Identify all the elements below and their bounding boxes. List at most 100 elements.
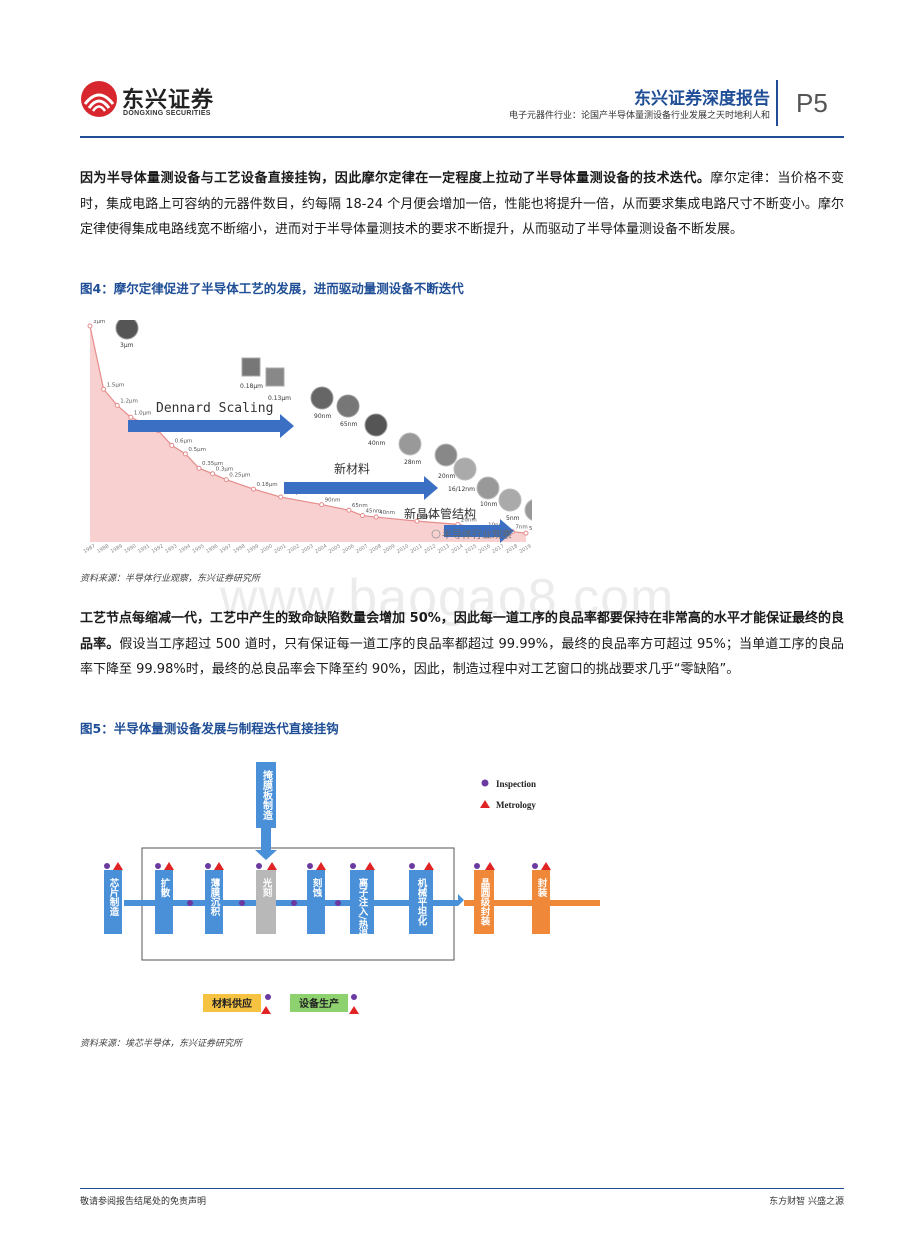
metrology-marker	[267, 862, 277, 870]
x-tick-label: 2000	[260, 543, 274, 554]
report-title: 东兴证券深度报告	[634, 89, 770, 109]
metrology-marker	[164, 862, 174, 870]
inspection-marker	[155, 863, 161, 869]
x-tick-label: 2006	[341, 543, 355, 554]
x-tick-label: 1999	[246, 543, 260, 554]
svg-text:40nm: 40nm	[368, 440, 385, 447]
material-tag	[203, 994, 261, 1012]
process-step-box	[104, 870, 122, 934]
logo-en-text: DONGXING SECURITIES	[123, 110, 211, 117]
figure5-title: 图5：半导体量测设备发展与制程迭代直接挂钩	[80, 721, 339, 736]
x-tick-label: 2017	[491, 543, 505, 554]
x-tick-label: 2016	[478, 543, 492, 554]
footer-rule	[80, 1188, 844, 1189]
paragraph-moore-law: 因为半导体量测设备与工艺设备直接挂钩，因此摩尔定律在一定程度上拉动了半导体量测设…	[80, 166, 844, 243]
node-thumbnails: 3μm 0.18μm 0.13μm 90nm 65nm 40nm 28nm 20…	[115, 320, 532, 522]
inspection-marker	[474, 863, 480, 869]
node-thumb-90nm	[310, 386, 334, 410]
inline-inspection-marker	[335, 900, 341, 906]
svg-text:28nm: 28nm	[404, 459, 421, 466]
x-tick-label: 1994	[178, 543, 192, 554]
mask-arrow	[255, 828, 277, 860]
process-step-box	[256, 870, 276, 934]
process-step: 扩散	[155, 862, 174, 934]
inspection-marker	[532, 863, 538, 869]
paragraph-text: 摩尔定律：当价格不变时，集成电路上可容纳的元器件数目，约每隔 18-24 个月便…	[80, 171, 844, 237]
inspection-marker	[350, 863, 356, 869]
data-label: 90nm	[325, 498, 341, 504]
inline-inspection-marker	[291, 900, 297, 906]
x-tick-label: 2018	[505, 543, 519, 554]
process-step-label: 刻蚀	[311, 877, 324, 898]
x-tick-label: 1995	[191, 543, 205, 554]
dennard-arrow	[128, 414, 294, 438]
svg-text:20nm: 20nm	[438, 473, 455, 480]
data-point	[128, 414, 134, 420]
x-tick-label: 2012	[423, 543, 437, 554]
process-step: 机械平坦化	[409, 862, 434, 934]
x-tick-label: 2013	[437, 543, 451, 554]
process-step-label: 封装	[536, 877, 549, 898]
data-label: 45nm	[366, 509, 382, 515]
mask-label: 掩膜板制造	[261, 769, 273, 821]
data-label: 65nm	[352, 503, 368, 509]
metrology-marker	[316, 862, 326, 870]
x-tick-label: 1990	[123, 543, 137, 554]
wechat-watermark: 半导体行业观察	[431, 528, 512, 541]
paragraph-bold: 工艺节点每缩减一代，工艺中产生的致命缺陷数量会增加 50%，因此每一道工序的良品…	[80, 611, 844, 652]
area-fill	[90, 326, 526, 542]
data-label: 1.2μm	[120, 398, 138, 404]
metrology-marker	[424, 862, 434, 870]
process-step-box	[307, 870, 325, 934]
inspection-marker	[409, 863, 415, 869]
x-tick-label: 1988	[96, 543, 110, 554]
data-label: 0.3μm	[216, 467, 234, 473]
process-step-label: 机械平坦化	[416, 877, 428, 926]
x-tick-label: 2008	[369, 543, 383, 554]
process-step-box	[409, 870, 433, 934]
node-thumb-7nm	[498, 488, 522, 512]
data-label: 7nm	[515, 525, 527, 531]
svg-text:65nm: 65nm	[340, 421, 357, 428]
logo-cn-text: 东兴证券	[122, 88, 215, 113]
x-tick-label: 1997	[219, 543, 233, 554]
dennard-label: Dennard Scaling	[156, 401, 273, 416]
data-point	[210, 471, 216, 477]
data-point	[319, 502, 325, 508]
data-label: 3μm	[93, 320, 105, 325]
data-point	[196, 465, 202, 471]
x-tick-label: 2004	[314, 543, 328, 554]
footer-slogan: 东方财智 兴盛之源	[769, 1197, 844, 1207]
node-thumb-3um	[115, 320, 139, 340]
data-point	[414, 518, 420, 524]
node-thumb-65nm	[336, 394, 360, 418]
data-label: 28nm	[420, 514, 436, 520]
paragraph-bold: 因为半导体量测设备与工艺设备直接挂钩，因此摩尔定律在一定程度上拉动了半导体量测设…	[80, 171, 711, 186]
process-step: 离子注入/热退火	[350, 862, 375, 949]
x-tick-label: 1989	[110, 543, 124, 554]
metrology-marker	[214, 862, 224, 870]
data-point	[373, 514, 379, 520]
process-step: 刻蚀	[307, 862, 326, 934]
svg-text:0.13μm: 0.13μm	[268, 395, 291, 402]
paragraph-yield: 工艺节点每缩减一代，工艺中产生的致命缺陷数量会增加 50%，因此每一道工序的良品…	[80, 606, 844, 683]
x-tick-label: 2014	[450, 543, 464, 554]
data-label: 0.35μm	[202, 461, 223, 467]
report-subtitle: 电子元器件行业：论国产半导体量测设备行业发展之天时地利人和	[508, 111, 770, 121]
data-label: 0.6μm	[175, 438, 193, 444]
figure5-source: 资料来源：埃芯半导体，东兴证券研究所	[80, 1039, 243, 1049]
moore-law-chart: 3μm1.5μm1.2μm1.0μm0.8μm0.6μm0.5μm0.35μm0…	[80, 320, 532, 554]
x-tick-label: 2005	[328, 543, 342, 554]
node-thumb-018um	[241, 357, 261, 377]
data-label: 0.5μm	[188, 447, 206, 453]
header-rule	[80, 136, 844, 138]
data-point	[278, 494, 284, 500]
process-step-label: 光刻	[261, 877, 274, 898]
material-tag-label: 材料供应	[212, 997, 252, 1010]
data-point	[251, 486, 256, 492]
header-separator	[776, 80, 778, 126]
metrology-marker	[113, 862, 123, 870]
paragraph-text: 假设当工序超过 500 道时，只有保证每一道工序的良品率都超过 99.99%，最…	[80, 636, 844, 678]
x-tick-label: 2003	[300, 543, 314, 554]
data-point	[114, 402, 120, 408]
